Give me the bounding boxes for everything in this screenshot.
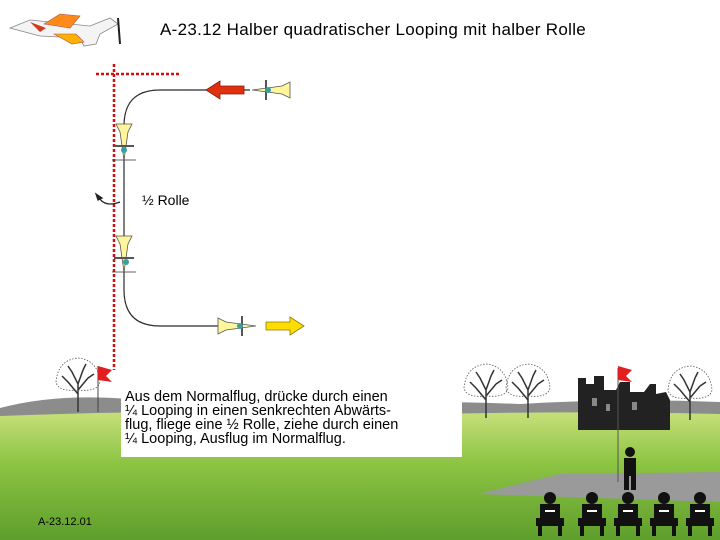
- flag-icon: [97, 366, 112, 412]
- page-title: A-23.12 Halber quadratischer Looping mit…: [160, 20, 587, 39]
- direction-arrow-icon: [265, 316, 305, 336]
- box-frame-dotted: [96, 64, 180, 370]
- roll-indicator-icon: [94, 192, 121, 205]
- maneuver-label: ½ Rolle: [142, 192, 190, 208]
- description-line: ¼ Looping in einen senkrechten Abwärts-: [125, 403, 392, 419]
- airplane-icon: [112, 235, 136, 273]
- pilot-icon: [624, 447, 636, 490]
- castle-ruin-icon: [578, 376, 670, 430]
- model-plane-logo-icon: [8, 13, 121, 47]
- figure-code: A-23.12.01: [38, 516, 92, 528]
- airplane-icon: [251, 80, 291, 100]
- description-line: ¼ Looping, Ausflug im Normalflug.: [125, 431, 346, 447]
- description-line: Aus dem Normalflug, drücke durch einen: [125, 389, 388, 405]
- airplane-icon: [112, 123, 136, 161]
- flight-path: [123, 89, 250, 327]
- description-box: Aus dem Normalflug, drücke durch einen ¼…: [121, 389, 462, 457]
- flag-icon: [617, 366, 632, 482]
- airplane-icon: [217, 316, 257, 336]
- direction-arrow-icon: [205, 80, 245, 100]
- description-line: flug, fliege eine ½ Rolle, ziehe durch e…: [125, 417, 399, 433]
